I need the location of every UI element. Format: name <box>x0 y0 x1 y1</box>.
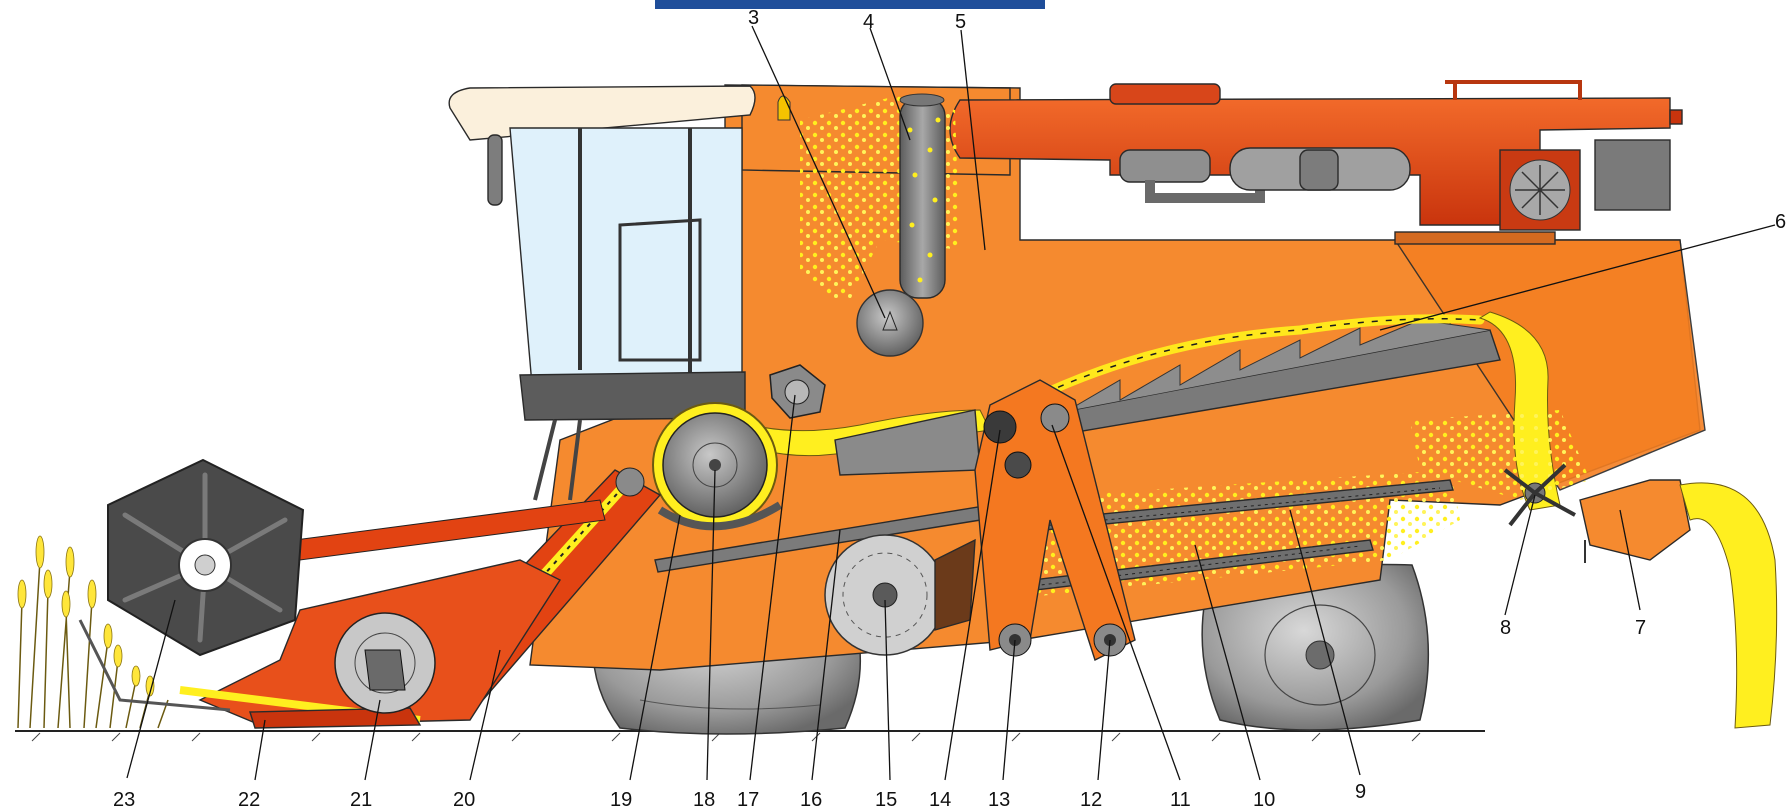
callout-16: 16 <box>800 789 822 810</box>
fan-icon <box>824 534 976 656</box>
callout-15: 15 <box>875 789 897 810</box>
tank-auger <box>856 289 924 357</box>
radiator <box>1499 149 1581 231</box>
callout-8: 8 <box>1500 617 1511 639</box>
callout-20: 20 <box>453 789 475 810</box>
callout-11: 11 <box>1170 789 1191 810</box>
callout-labels: 3 4 5 6 7 8 9 10 11 12 13 14 15 16 17 18… <box>113 7 1786 810</box>
engine-icon <box>1119 147 1411 203</box>
elevator-frame <box>974 379 1136 661</box>
callout-23: 23 <box>113 789 135 810</box>
header-auger-icon <box>334 612 436 714</box>
callout-19: 19 <box>610 789 632 810</box>
callout-22: 22 <box>238 789 260 810</box>
callout-3: 3 <box>748 7 759 29</box>
auger-icon <box>899 93 946 299</box>
callout-14: 14 <box>929 789 951 810</box>
spreader <box>1503 463 1691 563</box>
rear-grain <box>1410 410 1590 500</box>
callout-21: 21 <box>350 789 372 810</box>
callout-5: 5 <box>955 11 966 33</box>
callout-18: 18 <box>693 789 715 810</box>
standing-crop <box>17 535 169 729</box>
callout-12: 12 <box>1080 789 1102 810</box>
callout-7: 7 <box>1635 617 1646 639</box>
callout-6: 6 <box>1775 211 1786 233</box>
callout-9: 9 <box>1355 781 1366 803</box>
beater <box>769 364 826 419</box>
leader-lines <box>126 25 1776 781</box>
callout-13: 13 <box>988 789 1010 810</box>
threshing-drum-icon <box>652 402 783 531</box>
callout-4: 4 <box>863 11 874 33</box>
chaff-spout-flow <box>1679 482 1778 729</box>
grain-tank <box>949 80 1683 245</box>
callout-17: 17 <box>737 789 759 810</box>
reel-icon <box>78 458 305 712</box>
title-fragment <box>655 0 1045 9</box>
callout-10: 10 <box>1253 789 1275 810</box>
